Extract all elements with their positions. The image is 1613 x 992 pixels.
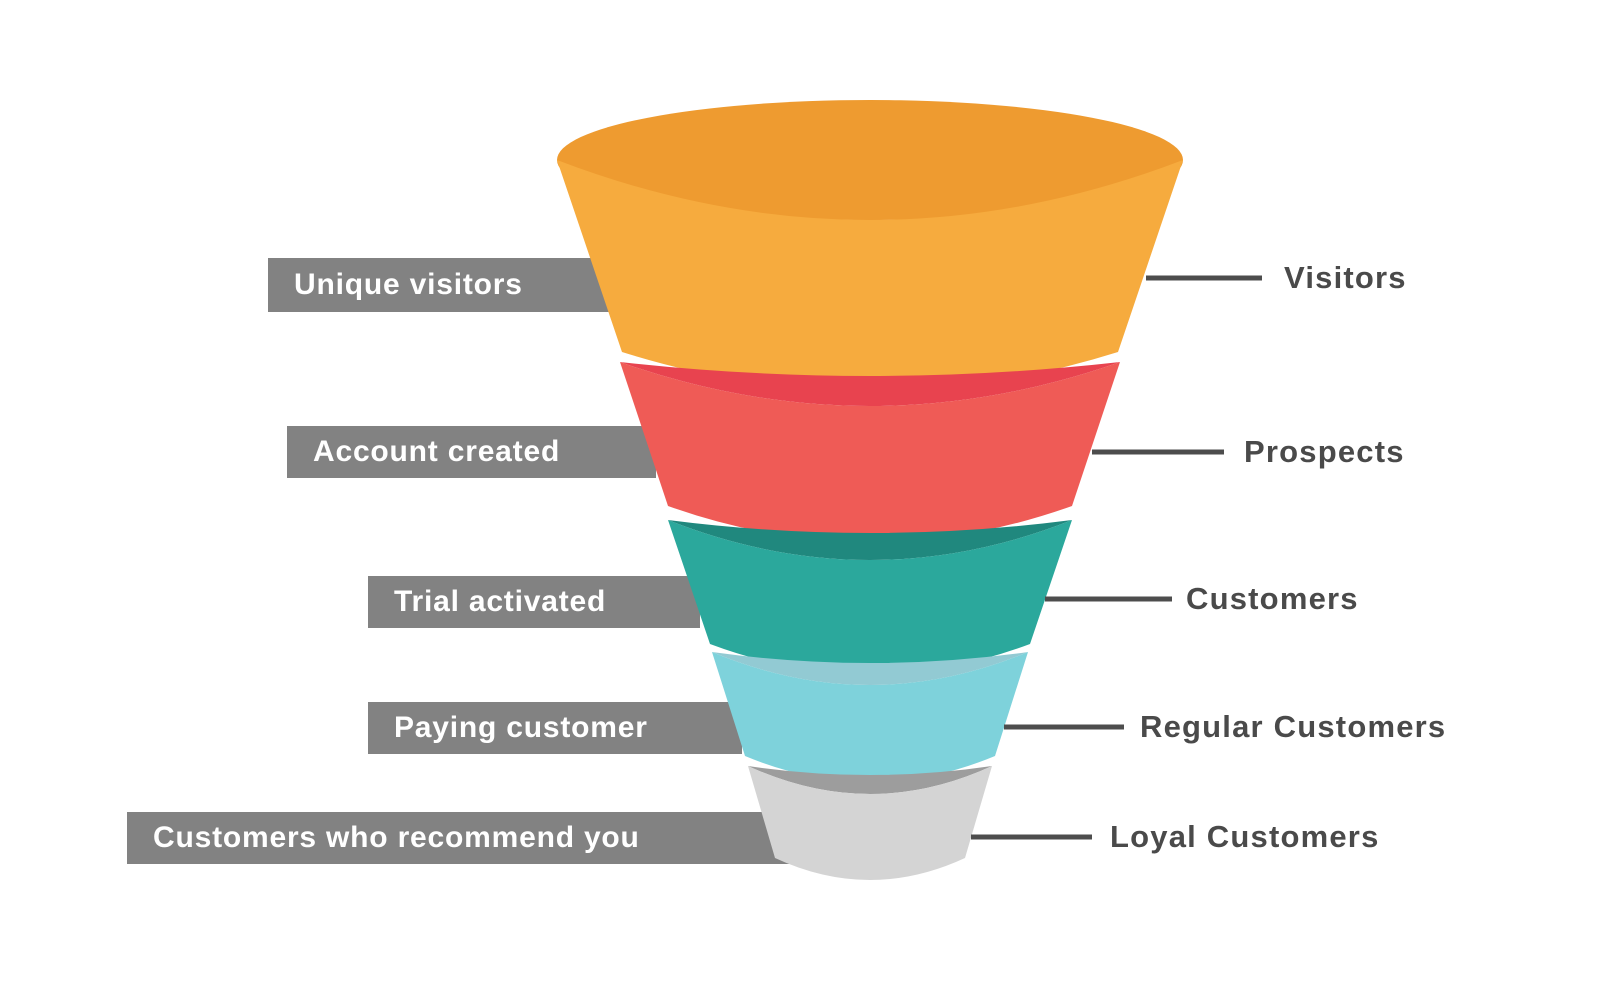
stage-label-text: Trial activated [394,585,607,618]
stage-label-text: Unique visitors [294,268,523,301]
stage-label-text: Paying customer [394,711,648,744]
stage-label-text: Customers who recommend you [153,821,640,854]
right-label-loyal-customers: Loyal Customers [1110,819,1380,854]
stage-label-bar-trial-activated: Trial activated [368,576,700,628]
right-label-prospects: Prospects [1244,434,1405,469]
stage-label-text: Account created [313,435,561,468]
stage-label-bar-account-created: Account created [287,426,656,478]
stage-label-bar-customers-recommend: Customers who recommend you [127,812,790,864]
stage-label-bar-paying-customer: Paying customer [368,702,742,754]
right-label-regular-customers: Regular Customers [1140,709,1447,744]
right-label-visitors: Visitors [1284,260,1407,295]
right-label-customers: Customers [1186,581,1359,616]
